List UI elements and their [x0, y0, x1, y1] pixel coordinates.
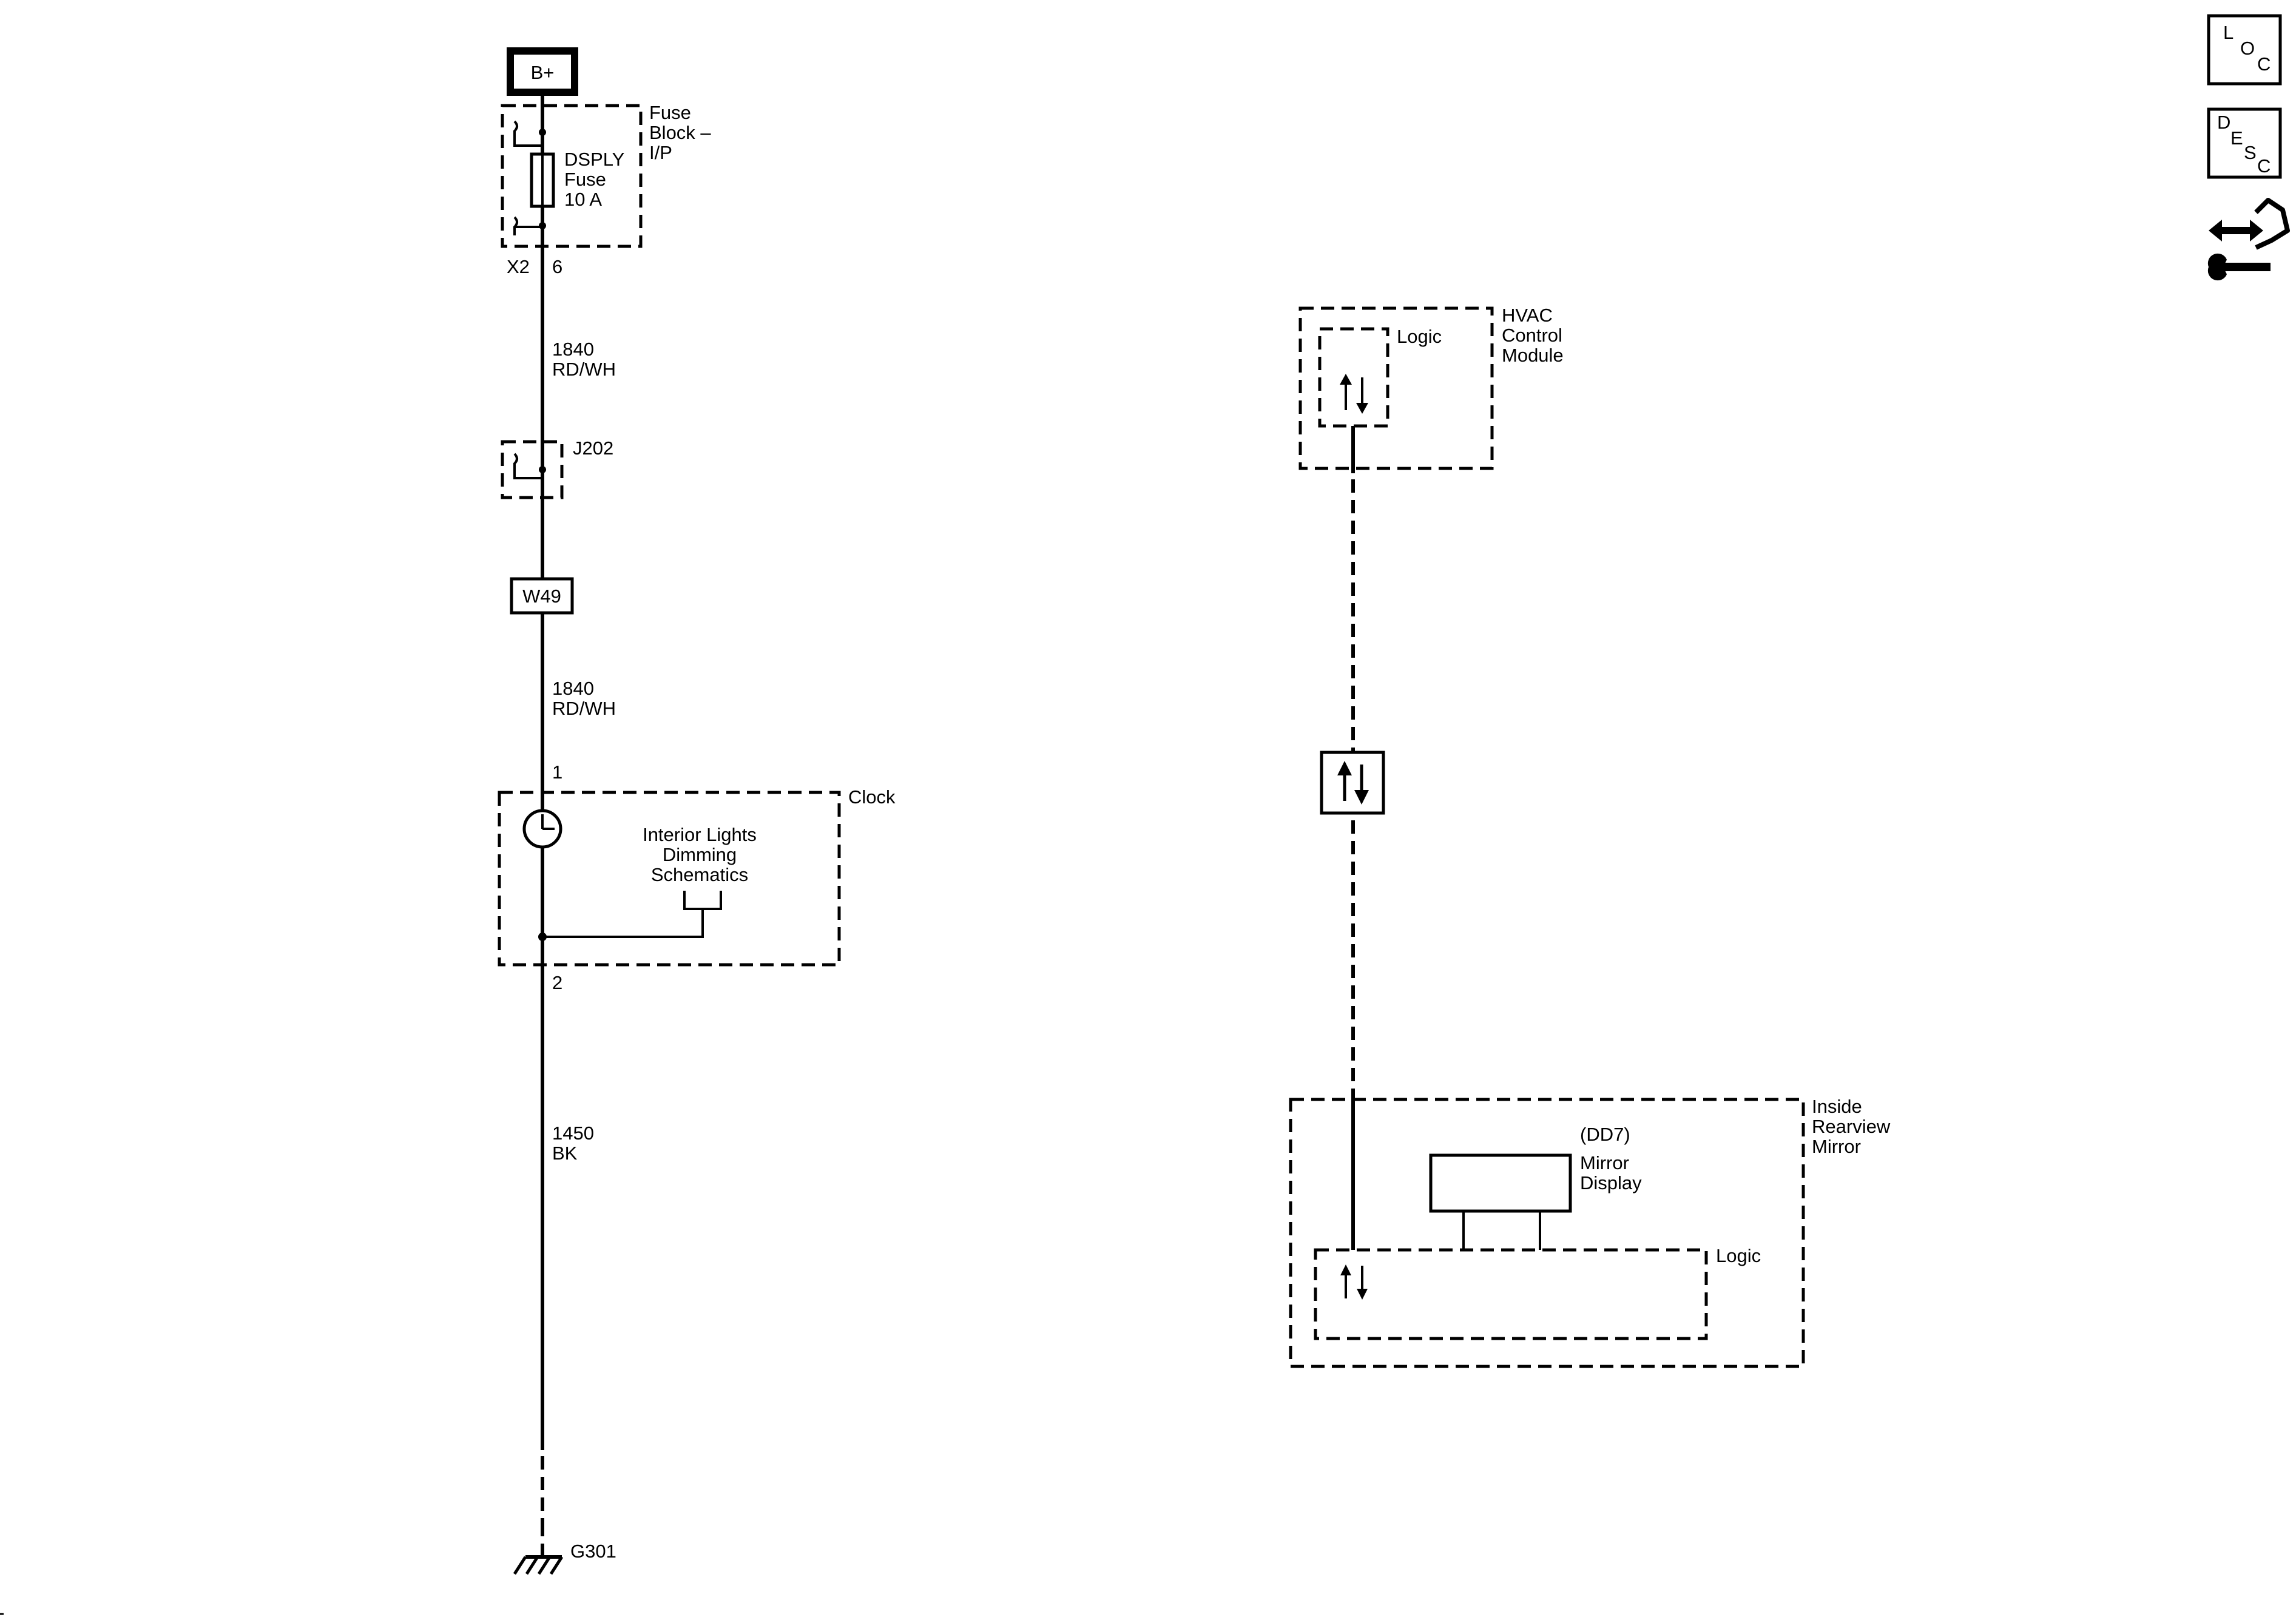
ground-label: G301: [570, 1541, 616, 1562]
location-view-button[interactable]: L O C: [2207, 14, 2282, 86]
connector-service-icon: [2207, 198, 2290, 281]
fuse-block-name-line-1: Fuse: [649, 102, 691, 123]
fuse-block-pin-label: 6: [552, 256, 562, 277]
clock-pin-top: 1: [552, 761, 562, 783]
fuse-block-name-line-2: Block –: [649, 122, 711, 143]
mirror-display-box: [1429, 1153, 1572, 1213]
hvac-name-line-3: Module: [1502, 345, 1564, 366]
mirror-display-line-1: (DD7): [1580, 1124, 1630, 1145]
loc-letter-c: C: [2257, 53, 2271, 75]
desc-letter-s: S: [2244, 142, 2257, 163]
mirror-name-line-3: Mirror: [1812, 1136, 1861, 1157]
hvac-logic-bidirectional-icon: [1340, 374, 1368, 414]
fuse-block-ip: DSPLY Fuse 10 A Fuse Block – I/P X2 6: [501, 102, 711, 277]
mirror-logic-label: Logic: [1716, 1245, 1761, 1266]
connector-service-button[interactable]: [2207, 198, 2290, 281]
fuse-block-name-line-3: I/P: [649, 142, 672, 163]
fuse-block-outline: [501, 104, 643, 248]
desc-letter-e: E: [2230, 127, 2243, 149]
fuse-block-pin-bottom-icon: [513, 216, 542, 235]
splice-label: J202: [573, 437, 613, 459]
clock-icon: [522, 809, 562, 849]
hvac-name-line-1: HVAC: [1502, 305, 1553, 326]
desc-letter-d: D: [2217, 112, 2230, 133]
dimming-ref-bracket: [542, 891, 722, 938]
clock-label: Clock: [848, 786, 896, 808]
clock-pin-bottom: 2: [552, 972, 562, 993]
inside-rearview-mirror: Inside Rearview Mirror (DD7) Mirror Disp…: [1289, 1096, 1891, 1368]
splice-pin-icon: [513, 453, 542, 479]
ground-g301: G301: [513, 1523, 616, 1575]
serial-data-icon: [1320, 751, 1385, 815]
mirror-display-line-3: Display: [1580, 1172, 1642, 1193]
desc-letter-c: C: [2257, 155, 2271, 177]
dimming-ref-line-2: Dimming: [663, 844, 737, 865]
hvac-control-module: Logic HVAC Control Module: [1298, 305, 1564, 470]
fuse-label-line-1: DSPLY: [564, 149, 624, 170]
dimming-ref-line-3: Schematics: [651, 864, 748, 885]
hvac-logic-label: Logic: [1397, 326, 1442, 347]
wire-3-color: BK: [552, 1143, 578, 1164]
wire-2-color: RD/WH: [552, 698, 616, 719]
wire-1-circuit: 1840: [552, 339, 594, 360]
splice-outline: [501, 440, 564, 499]
mirror-logic-bidirectional-icon: [1340, 1264, 1368, 1300]
mirror-name-line-2: Rearview: [1812, 1116, 1891, 1137]
mirror-logic-outline: [1314, 1248, 1708, 1340]
hvac-logic-outline: [1318, 327, 1389, 428]
description-view-button[interactable]: D E S C: [2207, 107, 2282, 179]
inline-connector-label: W49: [522, 586, 561, 607]
splice-j202: J202: [501, 437, 613, 499]
loc-letter-l: L: [2223, 22, 2234, 43]
fuse-block-connector-label: X2: [507, 256, 530, 277]
wire-3-circuit: 1450: [552, 1122, 594, 1144]
ground-icon: [513, 1523, 564, 1575]
hvac-name-line-2: Control: [1502, 325, 1562, 346]
mirror-outline: [1289, 1098, 1805, 1368]
dimming-ref-line-1: Interior Lights: [643, 824, 757, 845]
clock-outline: [498, 791, 841, 967]
wire-1-color: RD/WH: [552, 359, 616, 380]
mirror-display-line-2: Mirror: [1580, 1152, 1629, 1173]
hvac-outline: [1298, 306, 1494, 470]
power-label: B+: [531, 62, 555, 83]
clock-module: 1 Clock Interior Lights Dimming Schemati…: [498, 761, 896, 993]
loc-letter-o: O: [2240, 38, 2255, 59]
battery-power-source: B+: [507, 47, 578, 96]
fuse-label-line-2: Fuse: [564, 169, 606, 190]
inline-connector-w49: W49: [510, 577, 574, 615]
wire-2-circuit: 1840: [552, 678, 594, 699]
fuse-label-line-3: 10 A: [564, 189, 602, 210]
mirror-name-line-1: Inside: [1812, 1096, 1862, 1117]
fuse-block-pin-top-icon: [513, 120, 542, 147]
